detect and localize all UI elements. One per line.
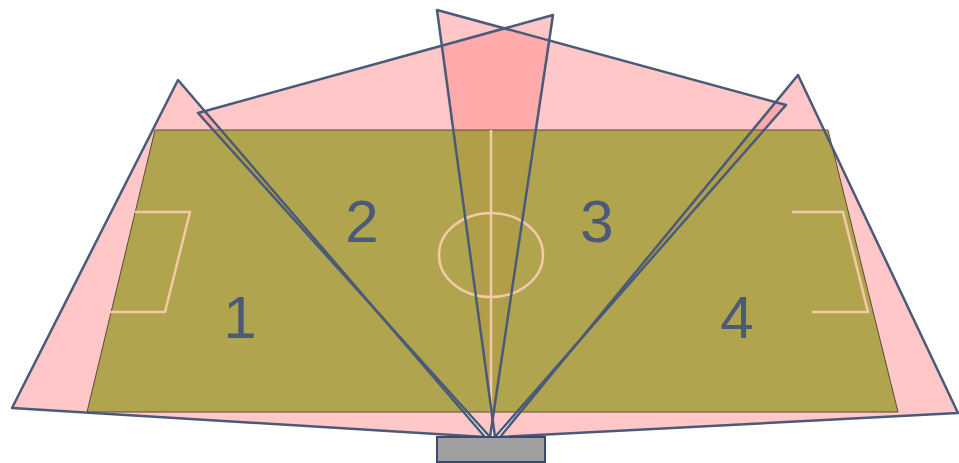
- callout-number: 4: [720, 288, 753, 348]
- callout-number: 2: [345, 192, 378, 252]
- frustum-fills: [12, 10, 958, 437]
- frustum-outline: [500, 75, 958, 437]
- callout-number: 1: [223, 288, 256, 348]
- camera-box: [437, 437, 545, 462]
- field-markings: [110, 130, 868, 412]
- center-circle: [439, 213, 543, 297]
- frustum-outline: [12, 80, 485, 437]
- soccer-field: [87, 130, 898, 412]
- frustum-outline: [437, 10, 786, 437]
- penalty-box: [792, 212, 868, 312]
- center-line: [490, 130, 493, 412]
- frustum-outline: [198, 15, 553, 437]
- penalty-box: [110, 212, 190, 312]
- frustum-outlines: [12, 10, 958, 437]
- callout-number: 3: [580, 192, 613, 252]
